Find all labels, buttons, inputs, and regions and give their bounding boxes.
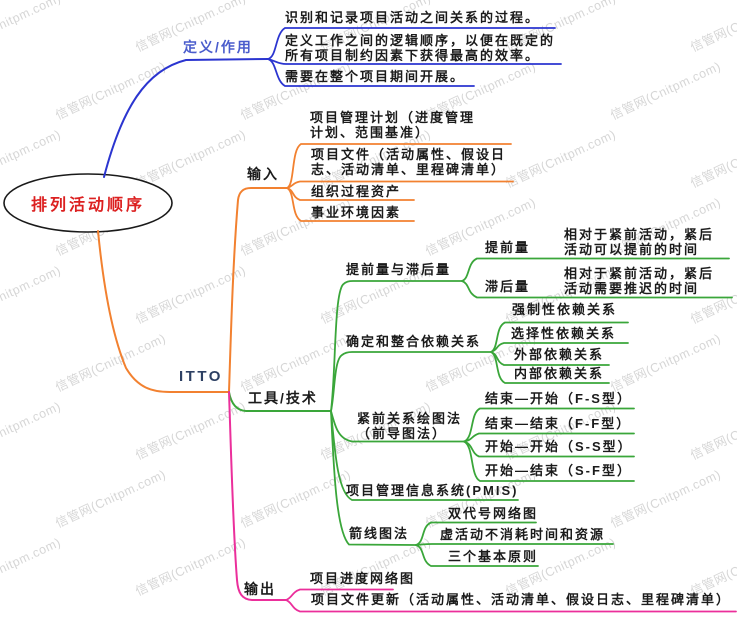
tools-branch-lines <box>228 257 733 567</box>
output-item-1: 项目文件更新（活动属性、活动清单、假设日志、里程碑清单） <box>311 592 732 607</box>
pdm-type-2: 开始—开始（S-S型） <box>485 439 633 454</box>
tools-branch-label: 工具/技术 <box>248 390 318 406</box>
pdm-label: 紧前关系绘图法 （前导图法） <box>357 411 463 441</box>
lag-description: 相对于紧前活动，紧后 活动需要推迟的时间 <box>564 266 715 296</box>
itto-input-branch-lines <box>97 143 514 393</box>
pmis-node: 项目管理信息系统(PMIS) <box>346 483 519 498</box>
dependencies-label: 确定和整合依赖关系 <box>346 334 482 349</box>
lead-description: 相对于紧前活动，紧后 活动可以提前的时间 <box>564 227 715 257</box>
output-branch-label: 输出 <box>244 581 276 597</box>
definition-item-1: 定义工作之间的逻辑顺序，以便在既定的 所有项目制约因素下获得最高的效率。 <box>285 33 556 63</box>
adm-item-1: 虚活动不消耗时间和资源 <box>440 527 606 542</box>
definition-branch-lines <box>103 27 562 178</box>
adm-label: 箭线图法 <box>349 526 410 541</box>
adm-item-0: 双代号网络图 <box>448 506 539 521</box>
root-node-label: 排列活动顺序 <box>30 197 146 214</box>
input-item-1: 项目文件（活动属性、假设日 志、活动清单、里程碑清单） <box>311 147 507 177</box>
definition-item-0: 识别和记录项目活动之间关系的过程。 <box>285 10 541 25</box>
input-item-3: 事业环境因素 <box>311 205 402 220</box>
dependency-item-1: 选择性依赖关系 <box>511 326 617 341</box>
input-item-2: 组织过程资产 <box>311 184 402 199</box>
dependency-item-0: 强制性依赖关系 <box>512 302 618 317</box>
itto-node-label: ITTO <box>179 368 223 385</box>
input-branch-label: 输入 <box>247 166 279 182</box>
output-branch-lines <box>228 391 737 613</box>
pdm-type-3: 开始—结束（S-F型） <box>485 463 632 478</box>
definition-item-2: 需要在整个项目期间开展。 <box>285 69 466 84</box>
lead-node: 提前量 <box>485 240 531 255</box>
pdm-type-0: 结束—开始（F-S型） <box>485 391 632 406</box>
lag-node: 滞后量 <box>485 279 531 294</box>
root-ellipse <box>3 173 173 233</box>
lead-lag-label: 提前量与滞后量 <box>346 262 452 277</box>
output-item-0: 项目进度网络图 <box>310 571 416 586</box>
definition-branch-label: 定义/作用 <box>183 39 253 55</box>
dependency-item-3: 内部依赖关系 <box>514 366 605 381</box>
dependency-item-2: 外部依赖关系 <box>514 347 605 362</box>
pdm-type-1: 结束—结束（F-F型） <box>485 416 632 431</box>
input-item-0: 项目管理计划（进度管理 计划、范围基准） <box>310 110 476 140</box>
adm-item-2: 三个基本原则 <box>448 549 539 564</box>
